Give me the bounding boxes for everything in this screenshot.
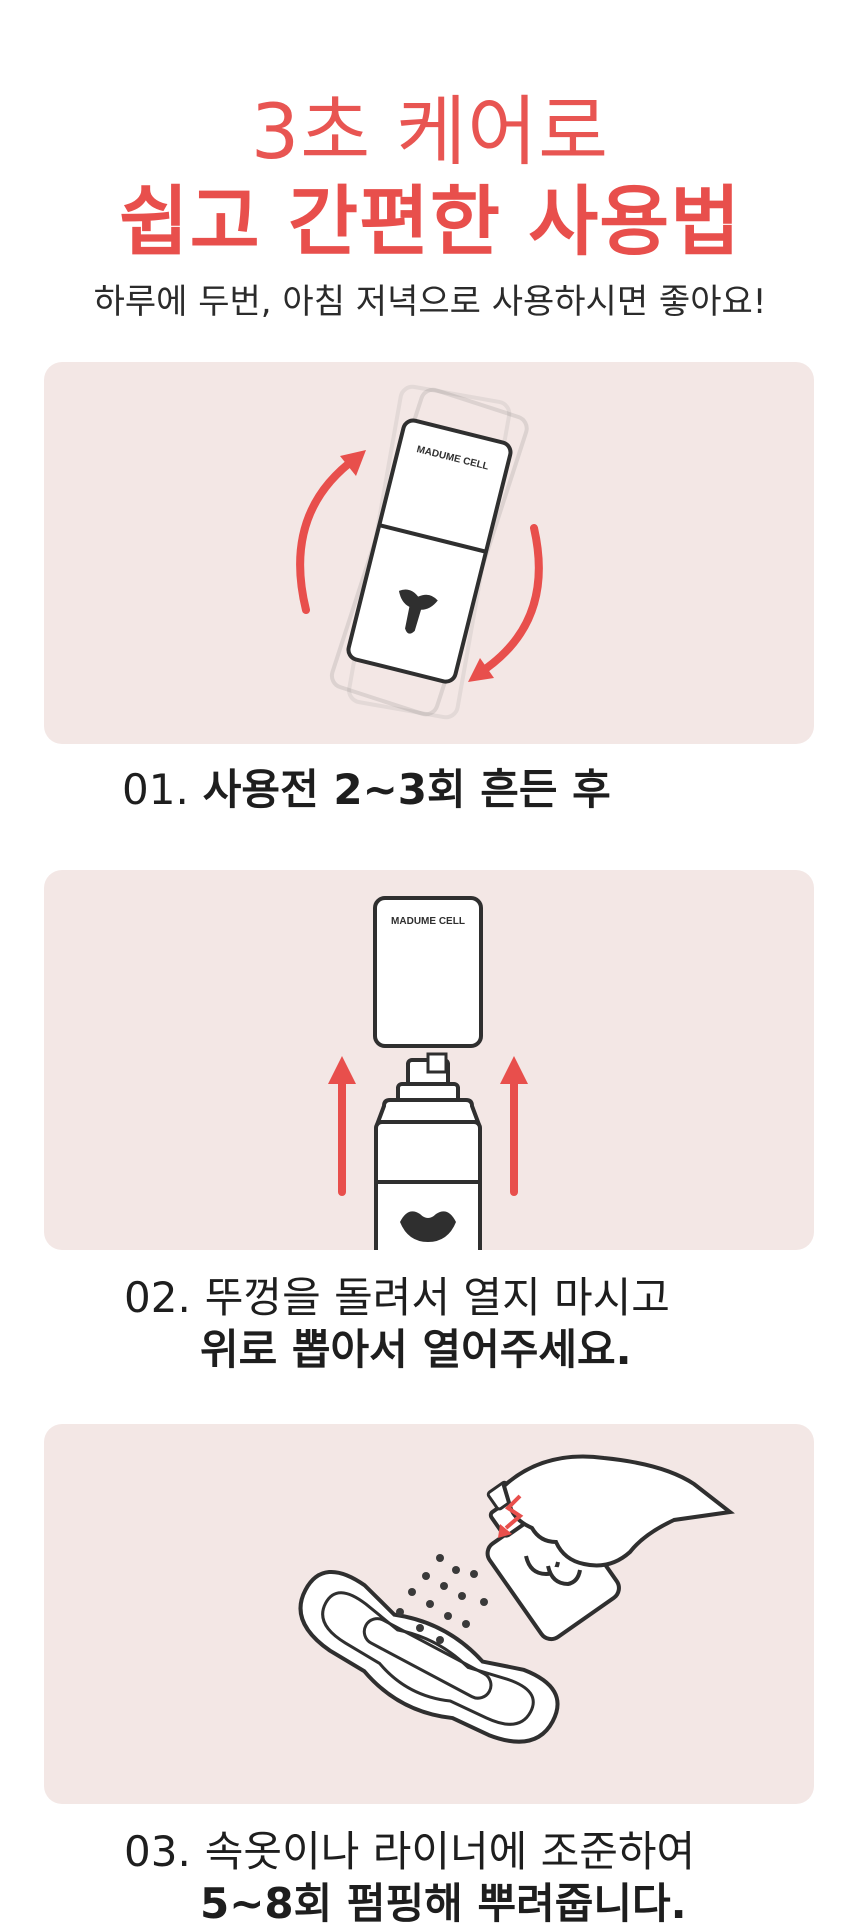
open-cap-illustration: MADUME CELL — [328, 896, 528, 1250]
step-2-caption: 02. 뚜껑을 돌려서 열지 마시고 위로 뽑아서 열어주세요. — [124, 1272, 670, 1376]
step-1-illustration-panel: MADUME CELL — [44, 362, 814, 744]
step-1-text: 사용전 2~3회 흔든 후 — [202, 765, 611, 814]
step-3-line-1: 속옷이나 라이너에 조준하여 — [204, 1827, 696, 1876]
subtitle: 하루에 두번, 아침 저녁으로 사용하시면 좋아요! — [93, 282, 767, 322]
step-2-line-2: 위로 뽑아서 열어주세요. — [200, 1325, 632, 1374]
title-line-1: 3초 케어로 — [250, 87, 610, 176]
step-2-number: 02. — [124, 1273, 191, 1322]
shake-illustration: MADUME CELL — [296, 384, 543, 720]
step-1-number: 01. — [122, 765, 189, 814]
cap-brand-text: MADUME CELL — [391, 916, 465, 927]
spray-illustration — [298, 1454, 735, 1744]
title-line-2: 쉽고 간편한 사용법 — [118, 177, 742, 266]
step-3-line-2: 5~8회 펌핑해 뿌려줍니다. — [200, 1879, 687, 1928]
step-1-caption: 01. 사용전 2~3회 흔든 후 — [122, 764, 611, 816]
step-2-illustration-panel: MADUME CELL — [44, 870, 814, 1250]
step-3-number: 03. — [124, 1827, 191, 1876]
step-3-illustration-panel — [44, 1424, 814, 1804]
step-3-caption: 03. 속옷이나 라이너에 조준하여 5~8회 펌핑해 뿌려줍니다. — [124, 1826, 695, 1930]
step-2-line-1: 뚜껑을 돌려서 열지 마시고 — [204, 1273, 670, 1322]
